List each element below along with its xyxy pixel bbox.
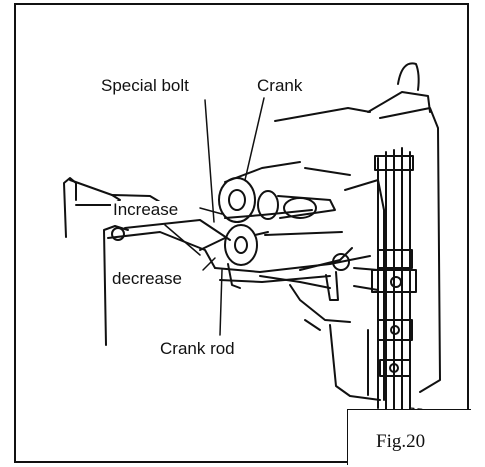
figure-caption: Fig.20 xyxy=(376,431,426,452)
crank-label: Crank xyxy=(257,76,303,95)
special-bolt-label: Special bolt xyxy=(101,76,189,95)
frame-border xyxy=(14,3,469,463)
decrease-label: decrease xyxy=(112,269,182,288)
crank-rod-label: Crank rod xyxy=(160,339,235,358)
crank-assembly xyxy=(199,161,371,289)
figure-caption-box xyxy=(347,409,471,465)
crank-rod-linkage xyxy=(259,247,353,331)
increase-label: Increase xyxy=(111,200,181,219)
left-lever xyxy=(63,177,231,346)
vertical-slide-rods xyxy=(353,147,417,411)
housing-body xyxy=(264,62,441,401)
